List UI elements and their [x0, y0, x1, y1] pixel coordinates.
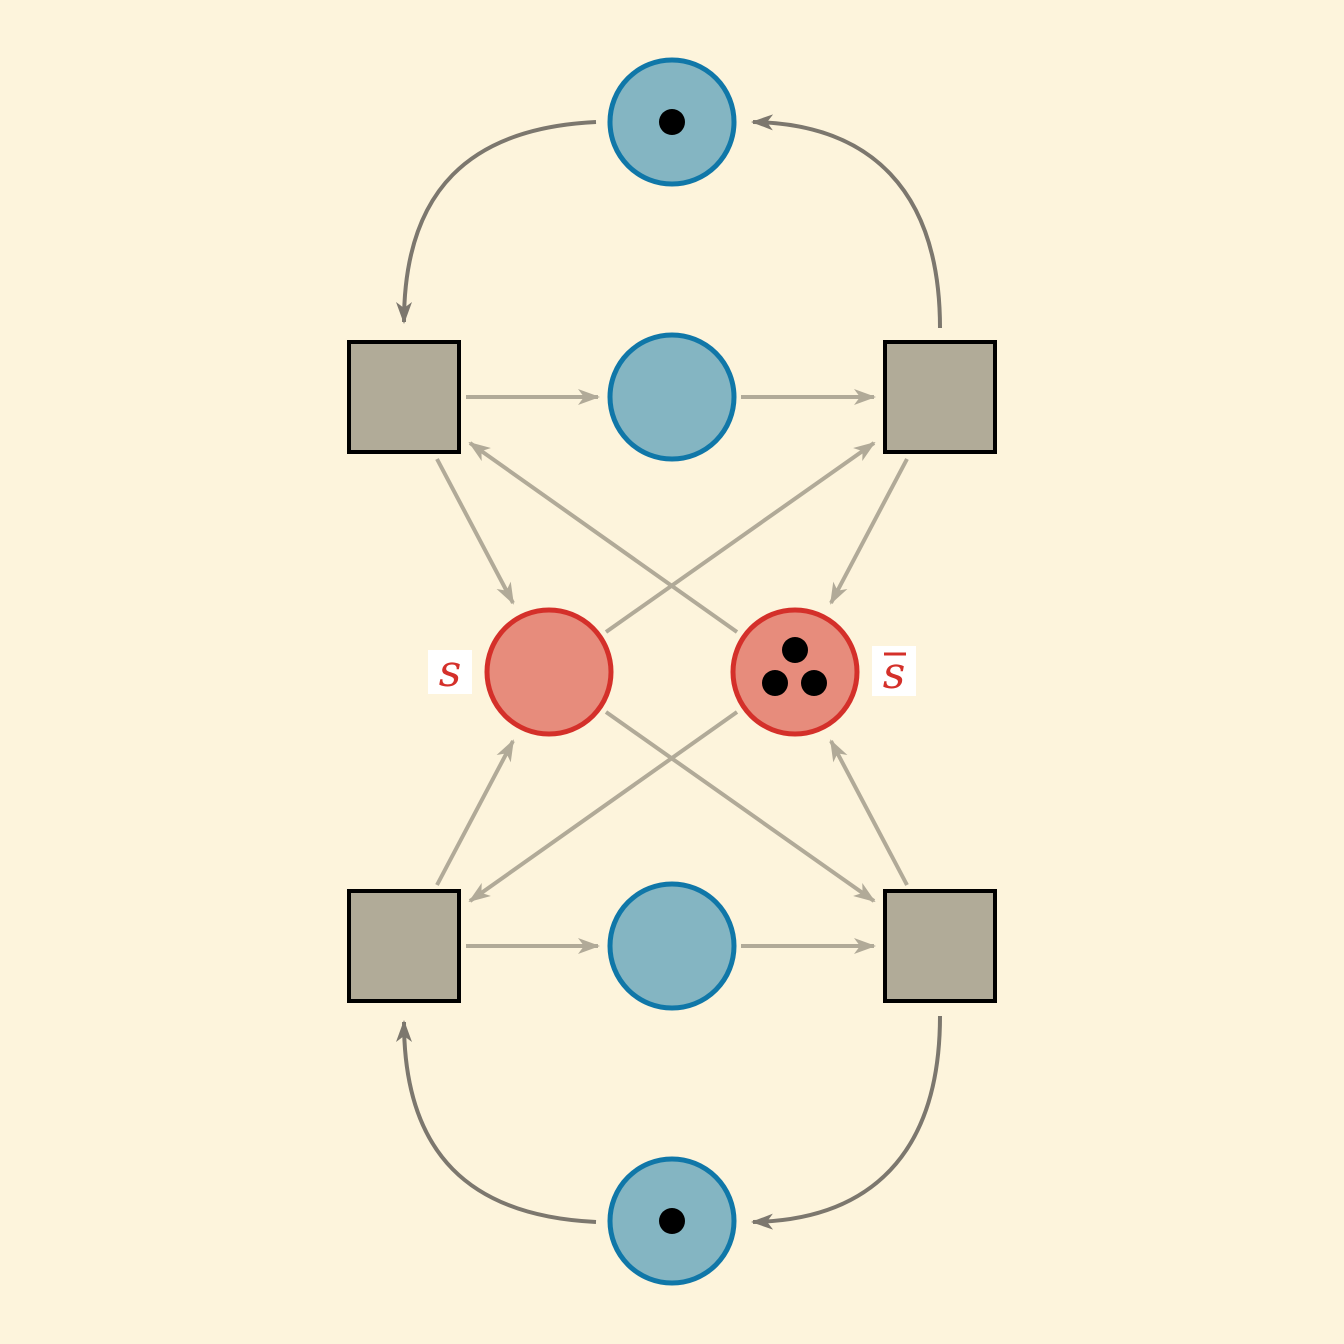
outer-arcs [396, 114, 942, 1230]
arc-s-to-ur-transition [604, 441, 876, 634]
place-labels: s s [428, 646, 916, 699]
arc-right-transition-to-bottom [751, 1015, 942, 1230]
token-s-bar-2 [762, 670, 788, 696]
arc-sbar-to-ul-transition [468, 441, 739, 634]
token-bottom [659, 1208, 685, 1234]
place-upper-mid [607, 332, 737, 462]
arc-ul-transition-to-s [435, 458, 515, 605]
arc-ur-transition-to-sbar [829, 458, 909, 605]
arc-ll-transition-to-s [435, 739, 515, 886]
label-s-background [428, 650, 472, 694]
transitions [347, 340, 997, 1003]
transition-lower-left [347, 889, 461, 1003]
token-s-bar-3 [801, 670, 827, 696]
label-s: s [439, 646, 462, 697]
token-s-bar-1 [782, 637, 808, 663]
arc-s-to-lr-transition [604, 710, 876, 903]
place-s [484, 607, 614, 737]
tokens [659, 109, 827, 1234]
arc-lr-transition-to-sbar [829, 739, 909, 886]
arc-bottom-to-left-transition [396, 1020, 597, 1224]
token-top [659, 109, 685, 135]
arc-sbar-to-ll-transition [468, 710, 739, 903]
place-s-bar [730, 607, 860, 737]
transition-upper-left [347, 340, 461, 454]
arc-top-to-left-transition [396, 120, 597, 324]
inner-arcs [435, 389, 909, 954]
label-s-bar: s [883, 648, 906, 699]
arc-right-transition-to-top [751, 114, 942, 329]
place-lower-mid [607, 881, 737, 1011]
transition-upper-right [883, 340, 997, 454]
transition-lower-right [883, 889, 997, 1003]
